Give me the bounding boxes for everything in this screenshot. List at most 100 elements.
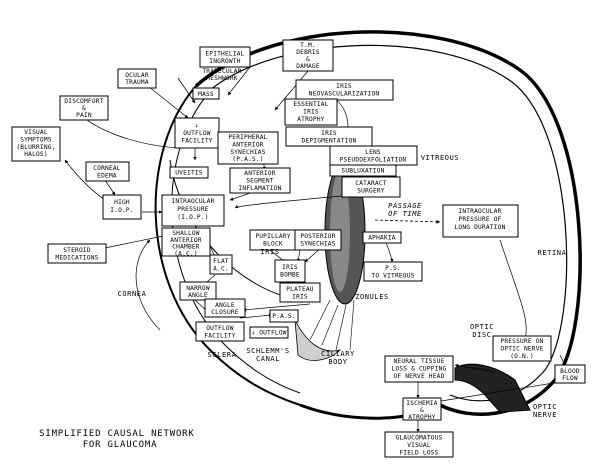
optic-nerve-shape [454, 363, 531, 413]
edge [177, 77, 196, 104]
figure-caption: SIMPLIFIED CAUSAL NETWORK FOR GLAUCOMA [39, 429, 201, 450]
label-sclera: SCLERA [208, 351, 237, 359]
node-discomfort-pain: DISCOMFORT&PAIN [59, 95, 109, 121]
node-uveitis: UVEITIS [169, 166, 209, 179]
node-mass: MASS [192, 87, 220, 100]
edge [135, 239, 161, 331]
passage-of-time-arrow [374, 219, 441, 224]
node-lens-subluxation: SUBLUXATION [329, 164, 397, 177]
svg-text:DISCOMFORT&PAIN: DISCOMFORT&PAIN [64, 98, 103, 119]
edge [227, 66, 251, 96]
svg-text:UVEITIS: UVEITIS [175, 170, 203, 177]
cornea-outline [154, 85, 301, 406]
edge [242, 303, 311, 312]
label-iris: IRIS [260, 248, 279, 256]
edge [94, 233, 169, 251]
node-ischemia-atrophy: ISCHEMIA&ATROPHY [402, 397, 442, 421]
svg-text:ISCHEMIA&ATROPHY: ISCHEMIA&ATROPHY [406, 400, 437, 421]
svg-text:T.M.DEBRIS&DAMAGE: T.M.DEBRIS&DAMAGE [296, 42, 320, 70]
edge [559, 354, 566, 366]
label-retina: RETINA [538, 249, 567, 257]
svg-text:P.A.S.: P.A.S. [272, 313, 296, 320]
zonules-lines [309, 299, 355, 351]
down-arrow-icon: ↓ [195, 122, 199, 129]
label-vitreous: VITREOUS [421, 154, 460, 162]
edge [104, 179, 116, 196]
node-down-outflow: ↓ OUTFLOW [249, 326, 289, 339]
label-cornea: CORNEA [118, 290, 147, 298]
down-arrow-icon: ↓ [251, 330, 259, 337]
edge [274, 70, 309, 111]
svg-text:↓ OUTFLOW: ↓ OUTFLOW [251, 330, 286, 337]
svg-text:MASS: MASS [198, 91, 214, 98]
svg-text:P.S.TO VITREOUS: P.S.TO VITREOUS [371, 265, 414, 279]
node-aphakia: APHAKIA [362, 231, 402, 244]
node-ps-to-vitreous: P.S.TO VITREOUS [363, 261, 423, 282]
edge [499, 239, 528, 341]
label-zonules: ZONULES [355, 293, 389, 301]
svg-text:SUBLUXATION: SUBLUXATION [341, 168, 384, 175]
node-pas-small: P.A.S. [269, 309, 299, 323]
edge [434, 381, 561, 404]
edge [454, 363, 496, 373]
svg-text:APHAKIA: APHAKIA [368, 235, 396, 242]
edge [147, 85, 189, 119]
